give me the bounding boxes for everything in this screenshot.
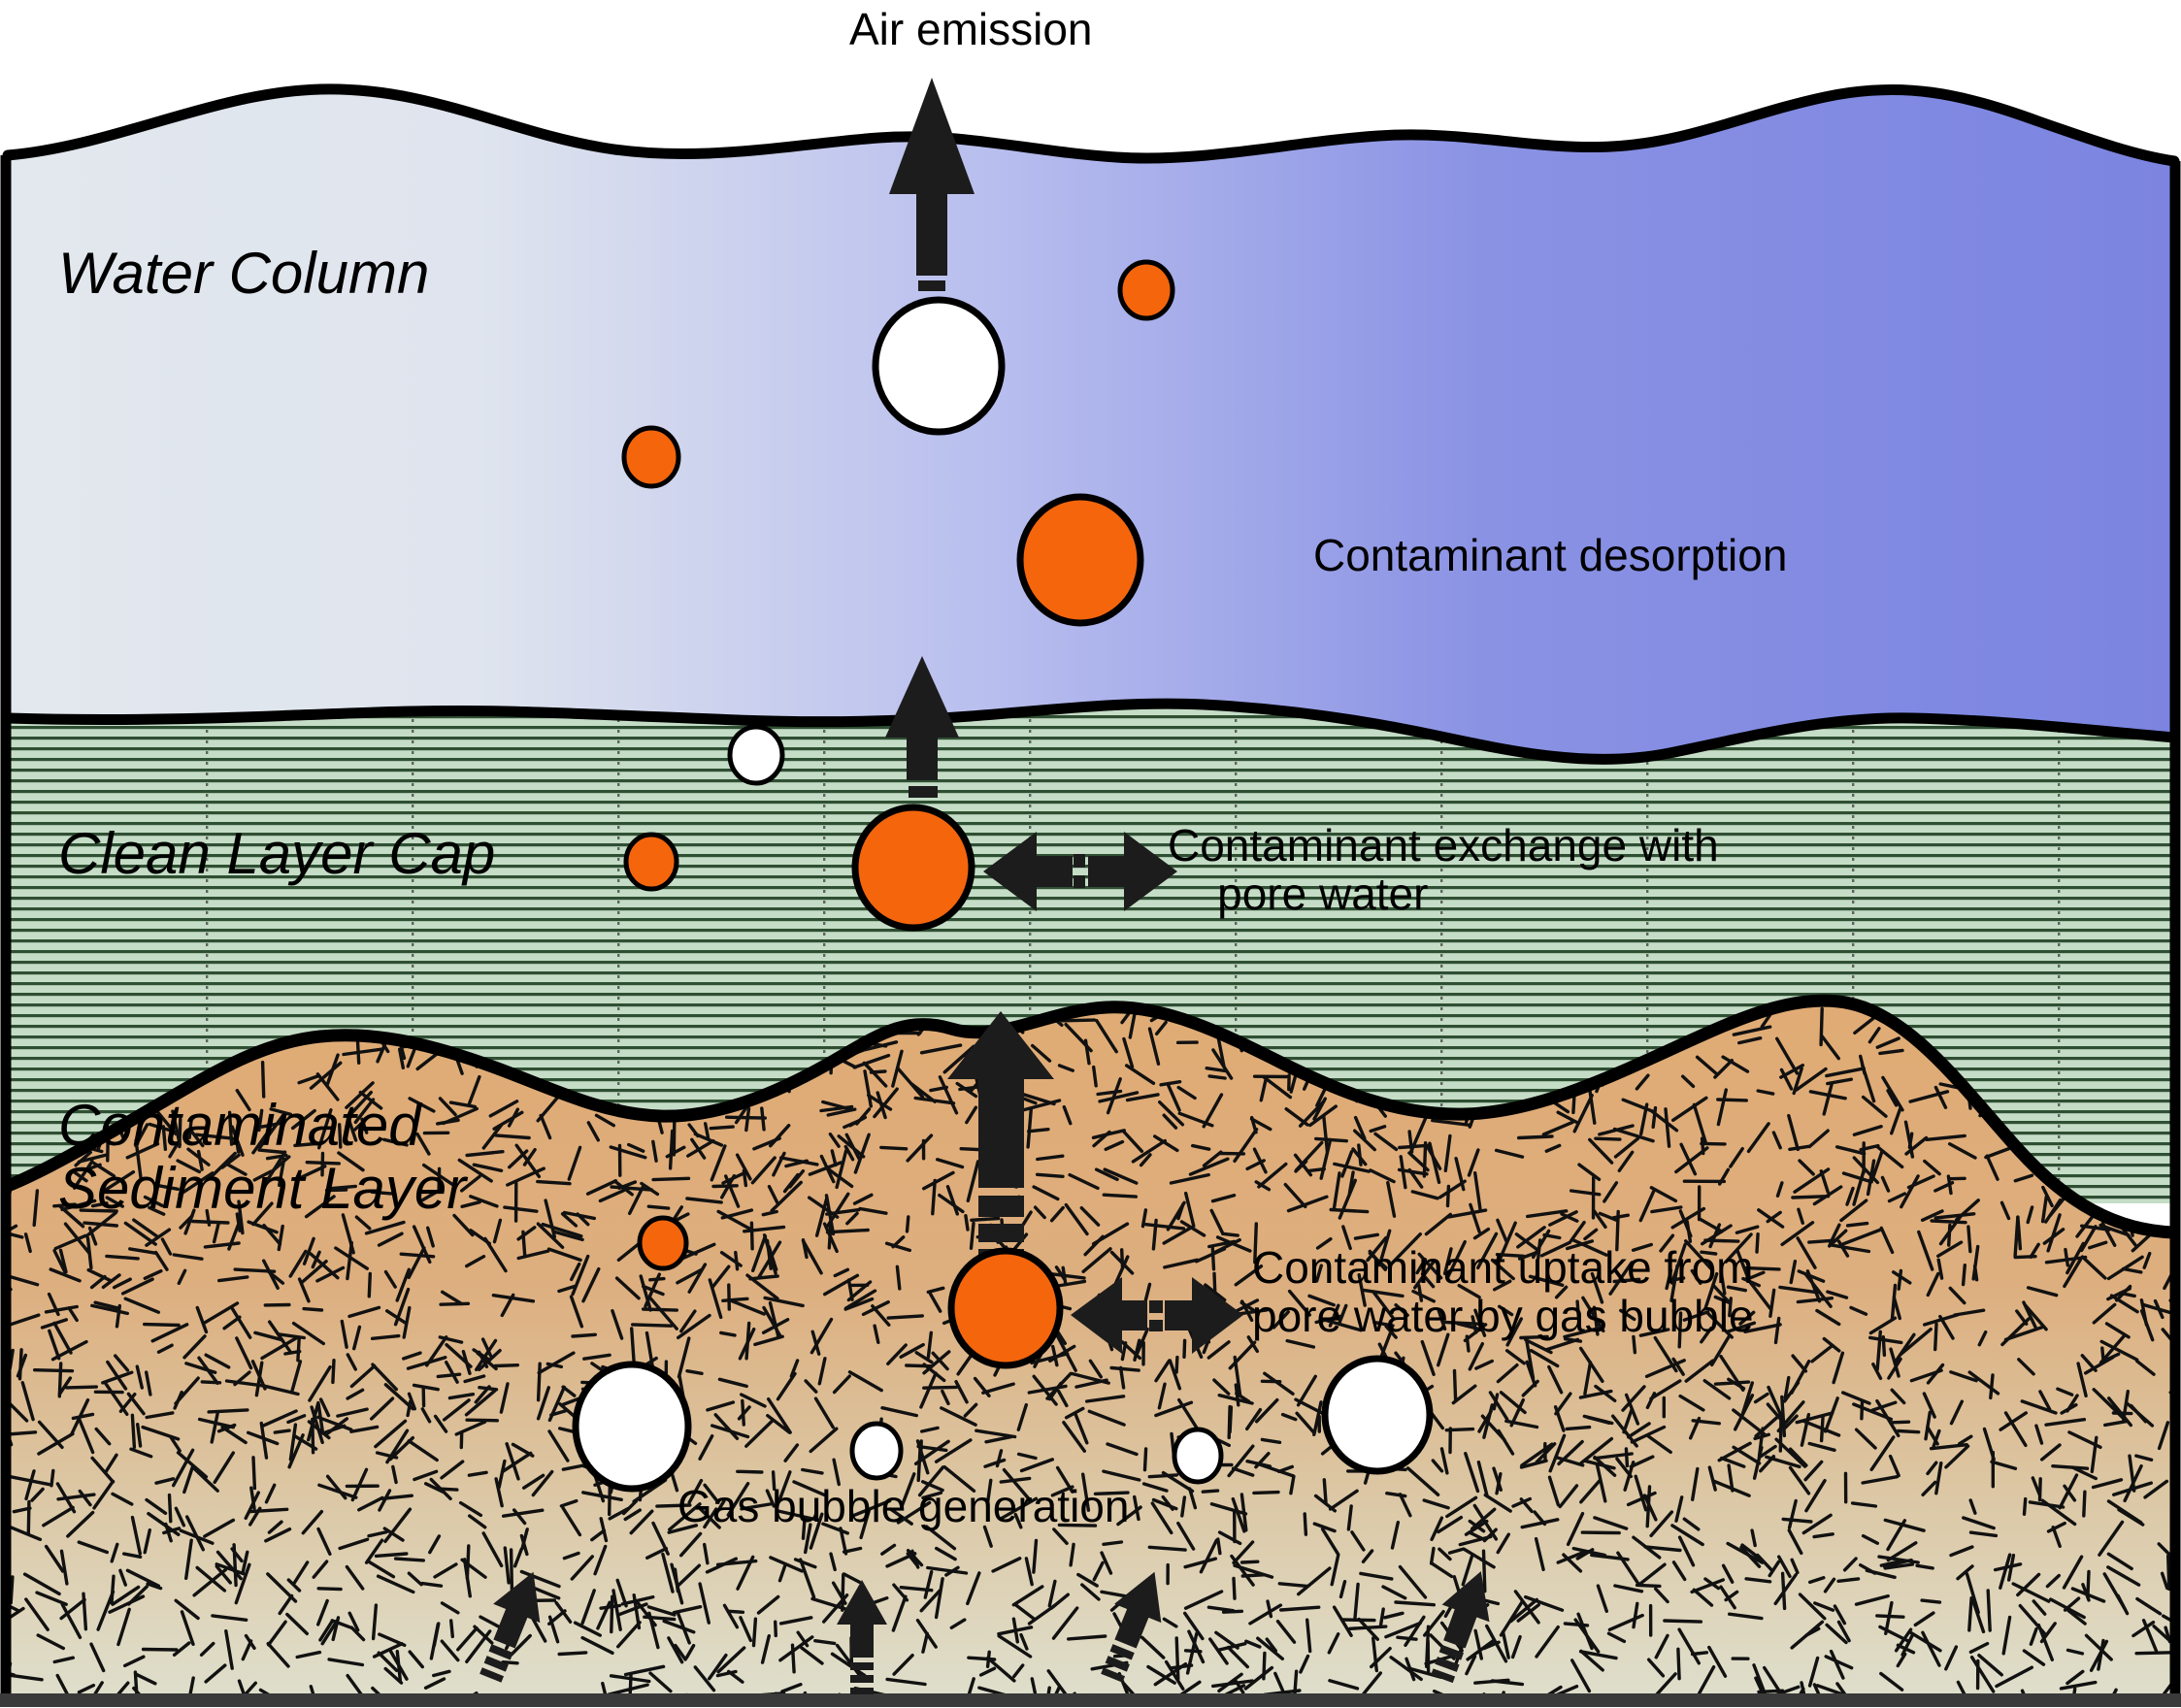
annotation-contaminant-desorption: Contaminant desorption [1313, 530, 1788, 580]
annotation-contaminant-exchange: Contaminant exchange with pore water [1168, 820, 1719, 919]
water-column-layer [2, 83, 2180, 757]
bubble-layer [572, 259, 1434, 1493]
cap-sediment-boundary [1, 994, 2181, 1239]
contaminant-particle [621, 425, 681, 489]
contaminant-particle [947, 1247, 1064, 1369]
layer-label-clean-layer-cap: Clean Layer Cap [58, 821, 496, 886]
gas-bubble [872, 296, 1006, 436]
contaminated-sediment-layer [1, 994, 2181, 1700]
layer-label-water-column: Water Column [58, 241, 430, 306]
gas-bubble [727, 724, 785, 786]
diagram-frame [0, 155, 2181, 1707]
annotation-gas-bubble-generation: Gas bubble generation [677, 1481, 1130, 1531]
contaminant-particle [1016, 493, 1144, 627]
contaminant-particle [637, 1215, 689, 1271]
contaminant-exchange-arrow [983, 832, 1177, 911]
layer-label-contaminated-sediment: Contaminated Sediment Layer [58, 1093, 467, 1221]
ebullition-arrow-3 [1101, 1571, 1162, 1683]
gas-bubble [572, 1361, 692, 1493]
annotation-air-emission: Air emission [849, 4, 1093, 54]
ebullition-arrow-4 [1431, 1571, 1490, 1684]
annotation-contaminant-uptake: Contaminant uptake from pore water by ga… [1252, 1242, 1754, 1341]
gas-bubble [1172, 1427, 1224, 1485]
contaminant-particle [851, 804, 975, 932]
contaminant-uptake-arrow [1071, 1277, 1243, 1354]
contaminant-particle [623, 832, 679, 892]
ebullition-arrow-2 [837, 1580, 887, 1694]
air-emission-arrow [889, 78, 975, 291]
gas-bubble [849, 1421, 904, 1481]
water-cap-boundary [2, 698, 2180, 765]
contaminant-particle [1117, 259, 1175, 321]
cap-to-water-arrow [885, 656, 959, 798]
gas-bubble [1321, 1355, 1434, 1475]
water-surface-line [2, 83, 2180, 167]
ebullition-arrow-1 [479, 1571, 541, 1683]
